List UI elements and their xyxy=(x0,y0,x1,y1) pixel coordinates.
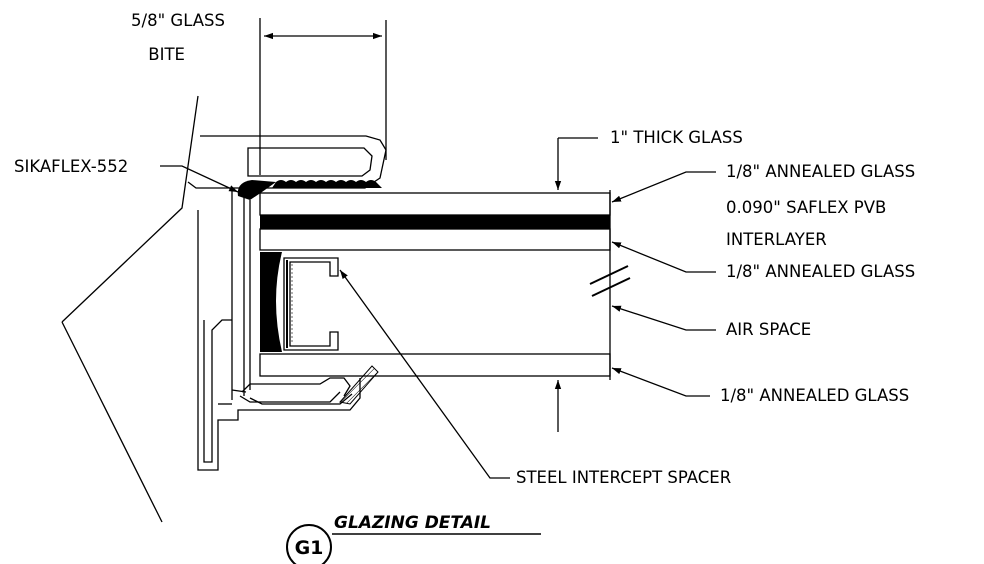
glass-bite-dimension xyxy=(259,18,387,175)
label-glass-bite-2: BITE xyxy=(148,45,185,64)
glass-unit xyxy=(259,190,611,380)
secondary-sealant xyxy=(260,252,282,352)
setting-block-hatch xyxy=(339,365,379,405)
label-glass-bite-1: 5/8" GLASS xyxy=(131,11,225,30)
label-annealed-mid: 1/8" ANNEALED GLASS xyxy=(726,262,915,281)
label-annealed-top: 1/8" ANNEALED GLASS xyxy=(726,162,915,181)
detail-tag: G1 xyxy=(295,537,324,559)
label-saflex-2: INTERLAYER xyxy=(726,230,827,249)
saflex-interlayer xyxy=(260,215,610,229)
detail-tag-circle xyxy=(286,524,332,564)
aluminum-frame xyxy=(61,95,387,523)
leaders xyxy=(160,165,716,479)
break-symbol xyxy=(589,265,631,297)
detail-title-text: GLAZING DETAIL xyxy=(334,513,491,533)
label-annealed-bottom: 1/8" ANNEALED GLASS xyxy=(720,386,909,405)
label-air-space: AIR SPACE xyxy=(726,320,811,339)
glass-thickness-dimension xyxy=(554,137,598,432)
annealed-glass-mid xyxy=(259,228,611,251)
sikaflex-bead xyxy=(237,180,276,200)
annealed-glass-top xyxy=(259,192,611,216)
label-sikaflex: SIKAFLEX-552 xyxy=(14,157,128,176)
label-thick-glass: 1" THICK GLASS xyxy=(610,128,743,147)
glazing-gasket xyxy=(272,180,382,188)
label-saflex-1: 0.090" SAFLEX PVB xyxy=(726,198,886,217)
annealed-glass-bottom xyxy=(259,353,611,377)
steel-intercept-spacer xyxy=(283,257,339,351)
detail-title: G1 GLAZING DETAIL xyxy=(286,513,541,564)
label-spacer: STEEL INTERCEPT SPACER xyxy=(516,468,731,487)
